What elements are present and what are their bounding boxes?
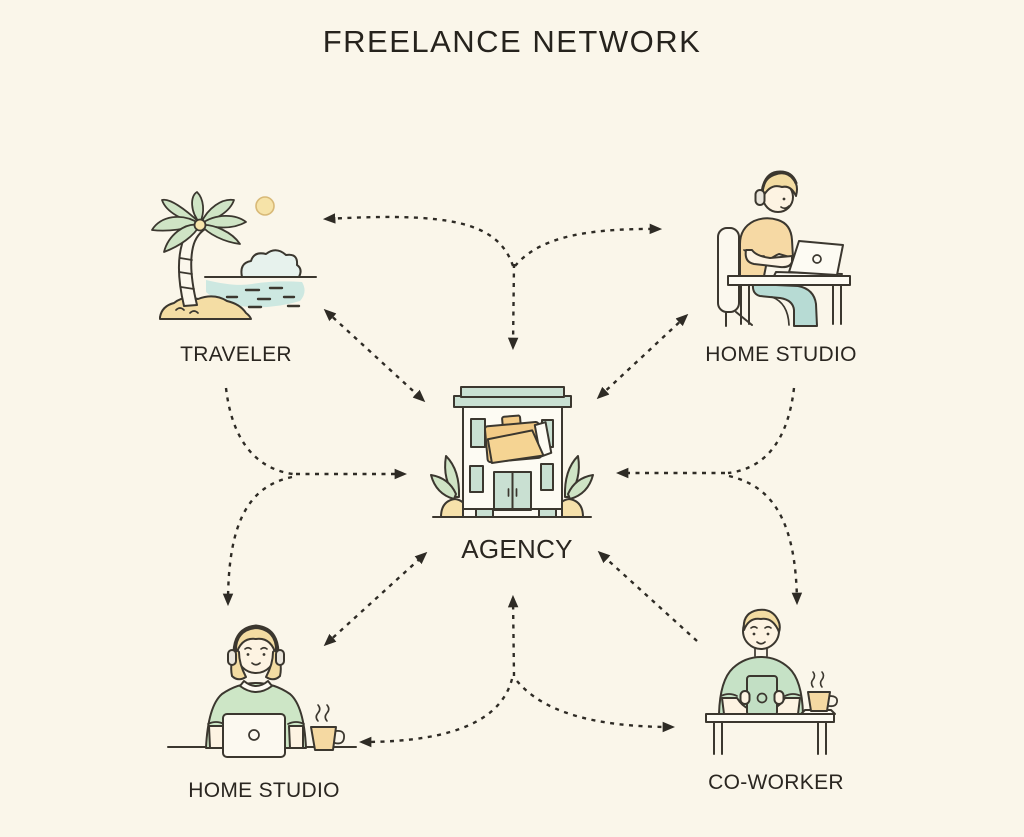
hair (742, 608, 781, 633)
beach-palm-icon (151, 191, 317, 320)
tablet-logo (756, 692, 768, 704)
headphones-earcup-right (275, 649, 285, 666)
arrow-diagonal-homestudio-bottom-agency (323, 551, 428, 647)
headphones-earcup (754, 189, 766, 206)
plant-left (430, 455, 469, 518)
coffee-mug (310, 726, 337, 751)
smile (251, 662, 261, 666)
arrow-traveler-stem (224, 387, 294, 476)
desk-top (727, 275, 851, 286)
collar (239, 680, 273, 693)
diagram-title: FREELANCE NETWORK (322, 24, 702, 59)
agency-building-icon (430, 386, 594, 518)
woman-laptop-coffee-icon (167, 624, 357, 758)
table-top (705, 713, 835, 723)
arrow-tophub-to-homestudio-top (514, 223, 663, 267)
arrow-bottomhub-to-homestudio-bottom (358, 678, 514, 748)
brows (750, 625, 772, 629)
connection-arrows (222, 213, 803, 748)
chair (717, 227, 740, 313)
hand-right (773, 690, 785, 705)
window-lower-left (469, 465, 484, 493)
man-tablet-coffee-icon (705, 608, 839, 755)
eye (782, 197, 786, 201)
sun-icon (255, 196, 275, 216)
arrow-diagonal-coworker-agency (597, 550, 698, 642)
arrow-diagonal-traveler-agency (323, 308, 426, 403)
pants-crease (771, 296, 790, 326)
desk-legs (740, 284, 842, 325)
forearm-left (208, 725, 224, 749)
door-handles (507, 488, 518, 497)
node-label-home-studio-top: HOME STUDIO (705, 343, 857, 366)
cuff-lines (720, 693, 802, 697)
table-legs (713, 721, 827, 755)
folder-icon (483, 414, 553, 465)
tablet (746, 675, 778, 716)
roof-band-upper (460, 386, 565, 398)
neck-lines (754, 647, 768, 657)
smile (780, 205, 790, 210)
steam (315, 704, 330, 722)
pants (751, 283, 818, 327)
headphones-band (760, 170, 798, 194)
laptop-screen (788, 240, 844, 276)
forearm-right (288, 725, 304, 749)
headphones-band (232, 624, 280, 654)
hand-left (739, 690, 751, 705)
node-label-agency: AGENCY (461, 534, 573, 564)
laptop-logo (248, 729, 260, 741)
arrow-bottomhub-to-agency (507, 594, 519, 677)
folder-flap (486, 429, 545, 465)
arrow-righthub-to-coworker (728, 474, 803, 606)
arrow-bottomhub-to-coworker (516, 680, 676, 733)
palm-fronds (151, 191, 247, 253)
window-upper-left (470, 418, 486, 448)
brows (244, 646, 268, 650)
cloud-icon (240, 249, 302, 278)
planter-left (475, 508, 494, 518)
smile (756, 641, 766, 645)
sand-arcs (175, 307, 199, 314)
eye-left (752, 632, 756, 636)
node-label-co-worker: CO-WORKER (708, 771, 844, 794)
plant-right (555, 455, 594, 518)
eye-right (766, 632, 770, 636)
eye-right (262, 653, 266, 656)
arrow-diagonal-homestudio-top-agency (596, 313, 689, 400)
person-desk-laptop-icon (717, 170, 851, 327)
hair (761, 172, 798, 198)
mug-handle (334, 729, 345, 745)
coffee-mug (807, 691, 831, 712)
node-label-home-studio-bottom: HOME STUDIO (188, 779, 340, 802)
arrow-tophub-to-traveler (322, 213, 515, 267)
eye-left (246, 653, 250, 656)
palm-trunk-segments (178, 257, 195, 290)
arrow-lefthub-to-homestudio-bottom (222, 475, 293, 607)
planter-right (538, 508, 557, 518)
mug-handle (828, 695, 839, 708)
arrow-homestudio-top-stem (727, 387, 796, 475)
headphones-earcup-left (227, 649, 237, 666)
arrow-tophub-to-agency (507, 263, 519, 351)
laptop-logo (812, 254, 822, 264)
coconut (193, 218, 207, 232)
laptop-lid (222, 713, 286, 758)
node-label-traveler: TRAVELER (180, 343, 292, 366)
steam (810, 671, 825, 688)
window-lower-right (540, 463, 554, 491)
arm (744, 249, 793, 269)
wave-dashes (225, 286, 301, 309)
